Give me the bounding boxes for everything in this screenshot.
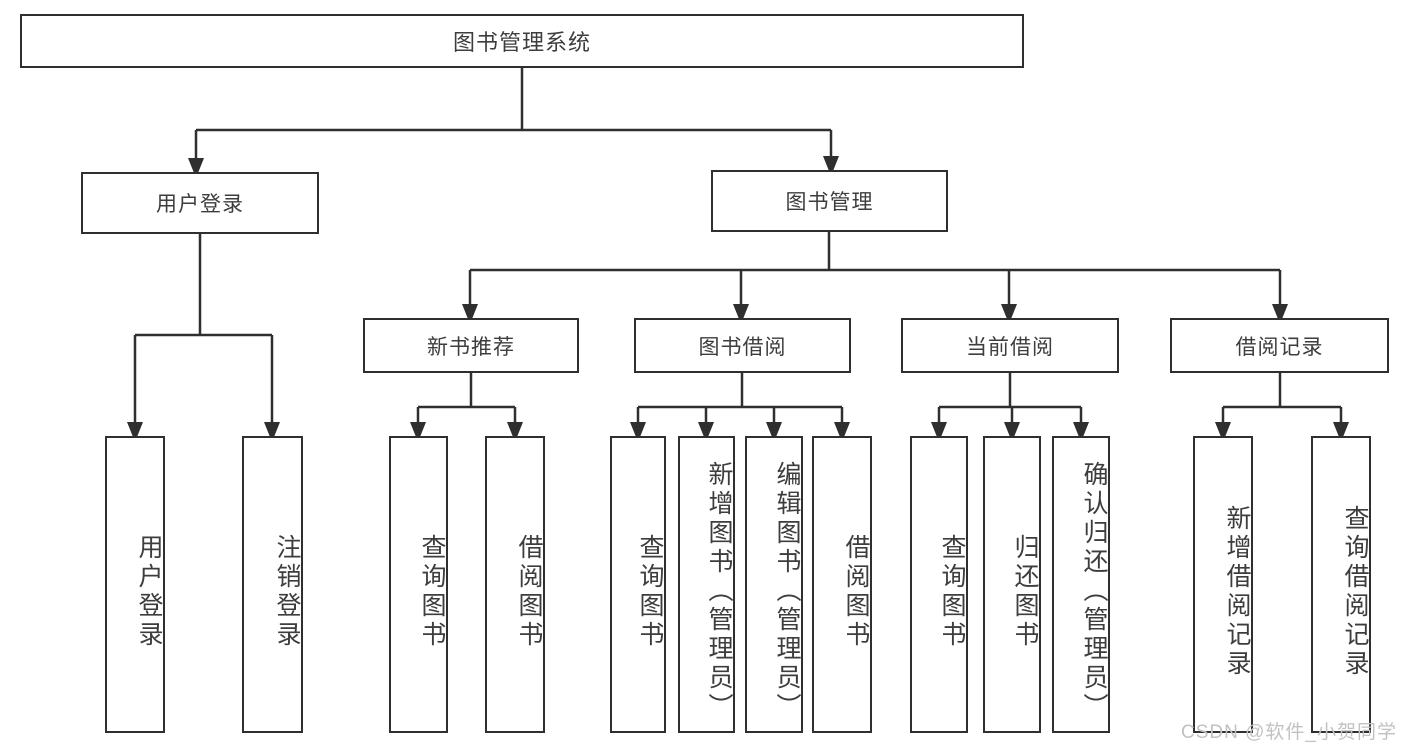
node-leaf-add-book[interactable]: 新增图书（管理员）: [678, 436, 735, 733]
leaf-label: 新增借阅记录: [1223, 504, 1251, 679]
node-leaf-borrow-book-1[interactable]: 借阅图书: [485, 436, 545, 733]
node-book-management[interactable]: 图书管理: [711, 170, 948, 232]
leaf-label: 确认归还（管理员）: [1080, 461, 1108, 722]
leaf-label: 新增图书（管理员）: [705, 461, 733, 722]
leaf-label: 查询图书: [418, 533, 446, 650]
node-user-login[interactable]: 用户登录: [81, 172, 319, 234]
node-leaf-return-book[interactable]: 归还图书: [983, 436, 1041, 733]
leaf-label: 用户登录: [135, 533, 163, 650]
node-current-borrow[interactable]: 当前借阅: [901, 318, 1119, 373]
node-leaf-borrow-book-2[interactable]: 借阅图书: [812, 436, 872, 733]
node-leaf-query-book-2[interactable]: 查询图书: [610, 436, 666, 733]
node-new-book-recommend[interactable]: 新书推荐: [363, 318, 579, 373]
node-leaf-logout[interactable]: 注销登录: [242, 436, 303, 733]
leaf-label: 查询图书: [938, 533, 966, 650]
leaf-label: 借阅图书: [842, 533, 870, 650]
node-leaf-query-book-3[interactable]: 查询图书: [910, 436, 968, 733]
node-root-system[interactable]: 图书管理系统: [20, 14, 1024, 68]
leaf-label: 归还图书: [1011, 533, 1039, 650]
node-leaf-query-book-1[interactable]: 查询图书: [389, 436, 448, 733]
leaf-label: 查询借阅记录: [1341, 504, 1369, 679]
node-borrow-record[interactable]: 借阅记录: [1170, 318, 1389, 373]
node-leaf-confirm-return[interactable]: 确认归还（管理员）: [1052, 436, 1110, 733]
leaf-label: 编辑图书（管理员）: [773, 461, 801, 722]
node-leaf-add-record[interactable]: 新增借阅记录: [1193, 436, 1253, 733]
node-leaf-user-login[interactable]: 用户登录: [105, 436, 165, 733]
leaf-label: 注销登录: [273, 533, 301, 650]
leaf-label: 查询图书: [636, 533, 664, 650]
node-leaf-edit-book[interactable]: 编辑图书（管理员）: [745, 436, 803, 733]
node-leaf-query-record[interactable]: 查询借阅记录: [1311, 436, 1371, 733]
leaf-label: 借阅图书: [515, 533, 543, 650]
node-book-borrow[interactable]: 图书借阅: [634, 318, 851, 373]
